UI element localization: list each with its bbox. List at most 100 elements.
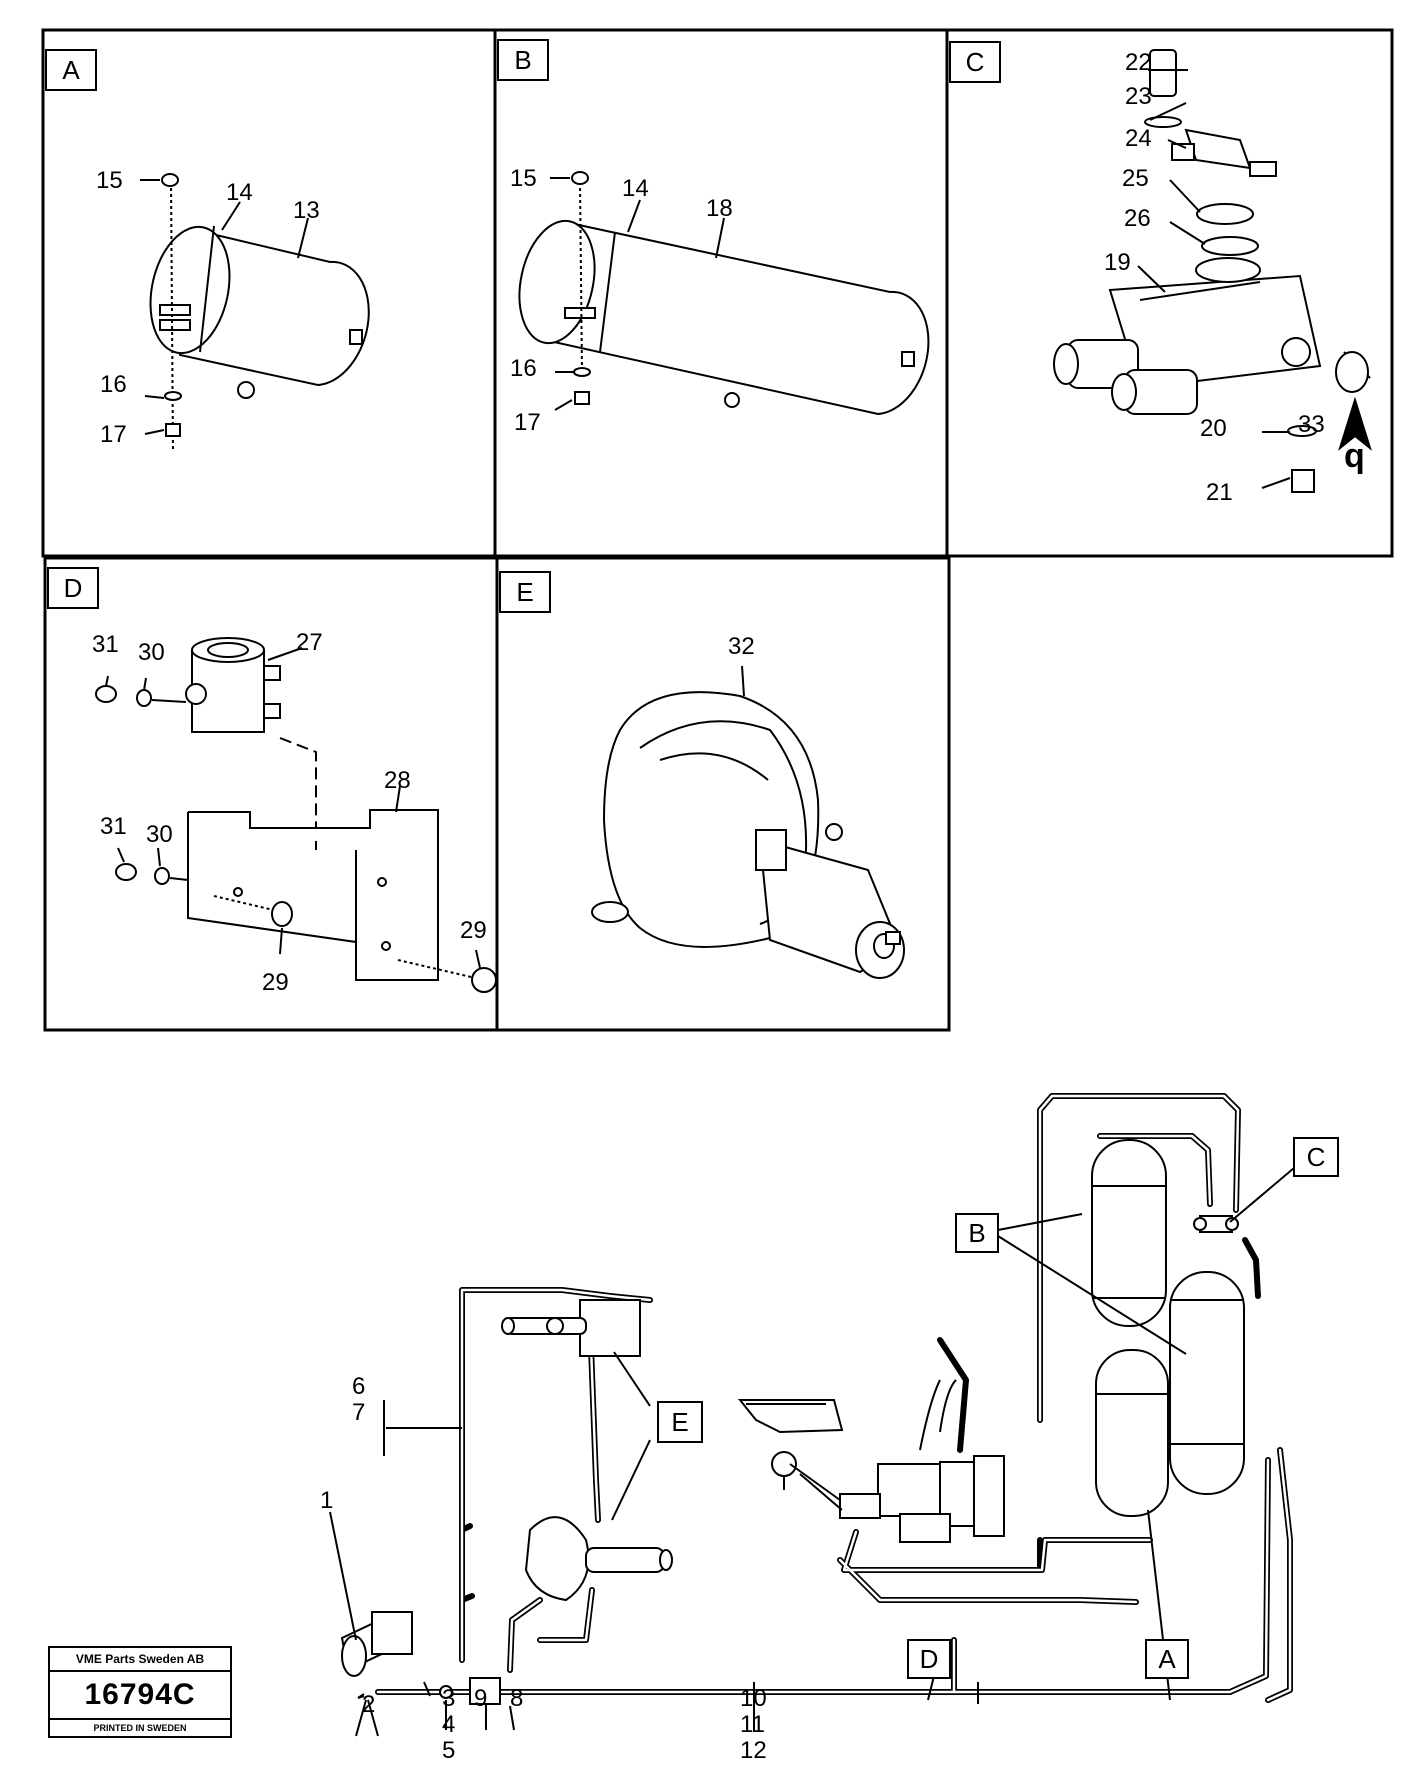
callout-2: 2	[362, 1691, 375, 1718]
callout-10: 10	[740, 1685, 767, 1712]
callout-30-bottom: 30	[146, 821, 173, 848]
callout-24: 24	[1125, 125, 1152, 152]
panel-b-air-tank: 15 14 18 16 17	[510, 165, 930, 436]
nut-17	[165, 423, 181, 437]
panel-frames	[41, 28, 1394, 1032]
panel-tags: A B C D E	[45, 39, 1001, 613]
sensor-33	[1335, 351, 1369, 393]
tank-13-drain	[237, 381, 255, 399]
tank-18-fitting	[901, 351, 915, 367]
valve-port	[1195, 257, 1261, 283]
ref-d-box	[907, 1639, 951, 1679]
bracket-28	[188, 809, 439, 981]
callout-6: 6	[352, 1373, 365, 1400]
callout-31-top: 31	[92, 631, 119, 658]
callout-15-a: 15	[96, 167, 123, 194]
panel-c-tag	[949, 41, 1001, 83]
nut-31-bottom	[115, 863, 137, 881]
stamp-company: VME Parts Sweden AB	[50, 1648, 230, 1672]
callout-16-a: 16	[100, 371, 127, 398]
port-33	[1281, 337, 1311, 367]
ref-c-box	[1293, 1137, 1339, 1177]
label-q: q	[1344, 437, 1365, 475]
callout-16-b: 16	[510, 355, 537, 382]
washer-30-bottom	[154, 867, 170, 885]
overview-brake-chamber	[524, 1516, 590, 1602]
tank-13-bracket-2	[159, 319, 191, 331]
panel-a-tag	[45, 49, 97, 91]
callout-18: 18	[706, 195, 733, 222]
overview-control-valve	[340, 1611, 979, 1705]
callout-14-b: 14	[622, 175, 649, 202]
ref-e-box	[657, 1401, 703, 1443]
overview-ref-boxes: B C E D A	[657, 1137, 1339, 1679]
callout-29-right: 29	[460, 917, 487, 944]
arrow-q	[1338, 396, 1372, 451]
overview-fitting-d	[899, 1513, 951, 1543]
tank-13-band	[199, 225, 215, 353]
bolt-29-right	[397, 959, 485, 981]
overview-callouts: 1 2 3 4 5 6 7 8 9 10 11 12	[320, 1373, 767, 1764]
panel-e-letter: E	[516, 577, 533, 607]
tank-18-body	[543, 220, 930, 416]
panel-b-letter: B	[514, 45, 531, 75]
panel-c-valve: 22 23 24 25 26 19 20 21 33 q	[1053, 49, 1372, 506]
washer-26	[1201, 236, 1259, 256]
callout-17-a: 17	[100, 421, 127, 448]
callout-29-left: 29	[262, 969, 289, 996]
panel-e-frame	[495, 556, 951, 1032]
panel-a-air-tank: 15 14 13 16 17	[96, 167, 370, 451]
overview-tank-long	[1169, 1271, 1245, 1495]
ref-c-letter: C	[1307, 1142, 1326, 1172]
bolt-15-b-axis	[579, 181, 583, 373]
panel-b-tag	[497, 39, 549, 81]
callout-30-top: 30	[138, 639, 165, 666]
ref-a-box	[1145, 1639, 1189, 1679]
panel-d-tag	[47, 567, 99, 609]
pipe-network-inner	[376, 1094, 1292, 1702]
callout-19: 19	[1104, 249, 1131, 276]
panel-d-letter: D	[64, 573, 83, 603]
callout-3: 3	[442, 1685, 455, 1712]
callout-32: 32	[728, 633, 755, 660]
callout-1: 1	[320, 1487, 333, 1514]
callout-25: 25	[1122, 165, 1149, 192]
washer-16	[164, 391, 182, 401]
nut-25	[1196, 203, 1254, 225]
tank-18-drain	[724, 392, 740, 408]
nut-31-top	[95, 685, 117, 703]
tank-13-fitting	[349, 329, 363, 345]
callout-9: 9	[474, 1685, 487, 1712]
callout-11: 11	[740, 1711, 765, 1738]
drawing-stamp: VME Parts Sweden AB 16794C PRINTED IN SW…	[48, 1646, 232, 1738]
callout-7: 7	[352, 1399, 365, 1426]
tank-18-band	[599, 231, 616, 353]
tank-13-bracket	[159, 304, 191, 316]
panel-a-letter: A	[62, 55, 80, 85]
panel-d-bracket: 31 30 27 28 31 30 29 29	[92, 629, 497, 996]
callout-22: 22	[1125, 49, 1152, 76]
valve-plug-22	[1149, 49, 1177, 97]
nut-17-b	[574, 391, 590, 405]
overview-brake-units	[501, 1299, 673, 1602]
ref-d-letter: D	[920, 1644, 939, 1674]
callout-28: 28	[384, 767, 411, 794]
washer-16-b	[573, 367, 591, 377]
panel-c-letter: C	[966, 47, 985, 77]
bolt-15-axis	[170, 181, 174, 451]
callout-17-b: 17	[514, 409, 541, 436]
callout-4: 4	[442, 1711, 455, 1738]
callout-15-b: 15	[510, 165, 537, 192]
seal-23	[1144, 116, 1182, 128]
panel-c-frame	[945, 28, 1394, 558]
ref-a-letter: A	[1158, 1644, 1176, 1674]
callout-14-a: 14	[226, 179, 253, 206]
plug-21	[1291, 469, 1315, 493]
bolt-15-b-head	[571, 171, 589, 185]
overview-assembly: B C E D A 1 2 3 4 5 6 7 8 9 10 11 12	[320, 1093, 1339, 1764]
overview-engine-unit	[737, 1379, 1005, 1543]
callout-5: 5	[442, 1737, 455, 1764]
overview-leaders	[329, 1167, 1295, 1737]
stamp-drawing-number: 16794C	[84, 1678, 196, 1711]
